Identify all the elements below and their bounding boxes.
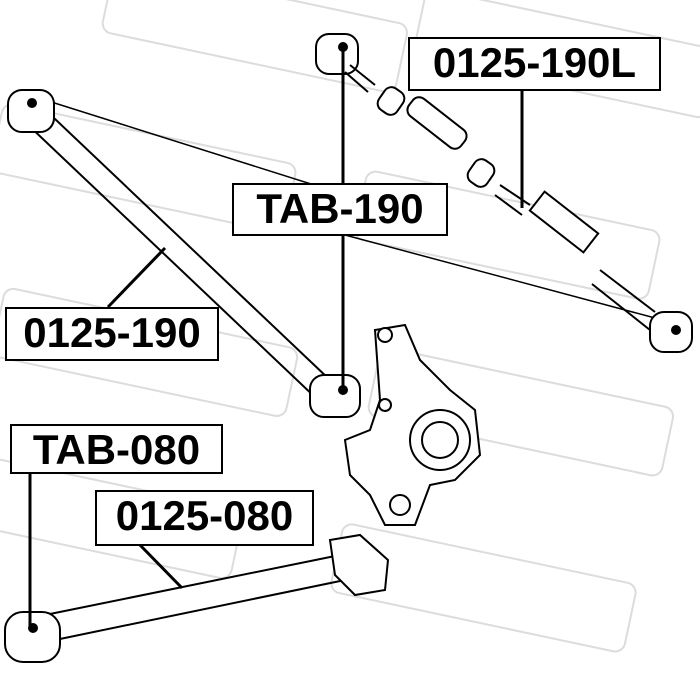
- part-label-TAB-080: TAB-080: [10, 424, 223, 474]
- part-label-0125-080: 0125-080: [95, 490, 314, 546]
- leader-lines: [28, 45, 524, 628]
- adjuster-rod-0125-190L: [315, 33, 693, 353]
- part-label-0125-190: 0125-190: [5, 307, 219, 361]
- part-label-0125-190L: 0125-190L: [408, 37, 661, 91]
- knuckle: [343, 323, 482, 526]
- parts: [4, 33, 693, 663]
- upper-arm-0125-190: [7, 89, 361, 418]
- lower-arm-0125-080: [4, 533, 390, 663]
- part-label-TAB-190: TAB-190: [232, 183, 448, 236]
